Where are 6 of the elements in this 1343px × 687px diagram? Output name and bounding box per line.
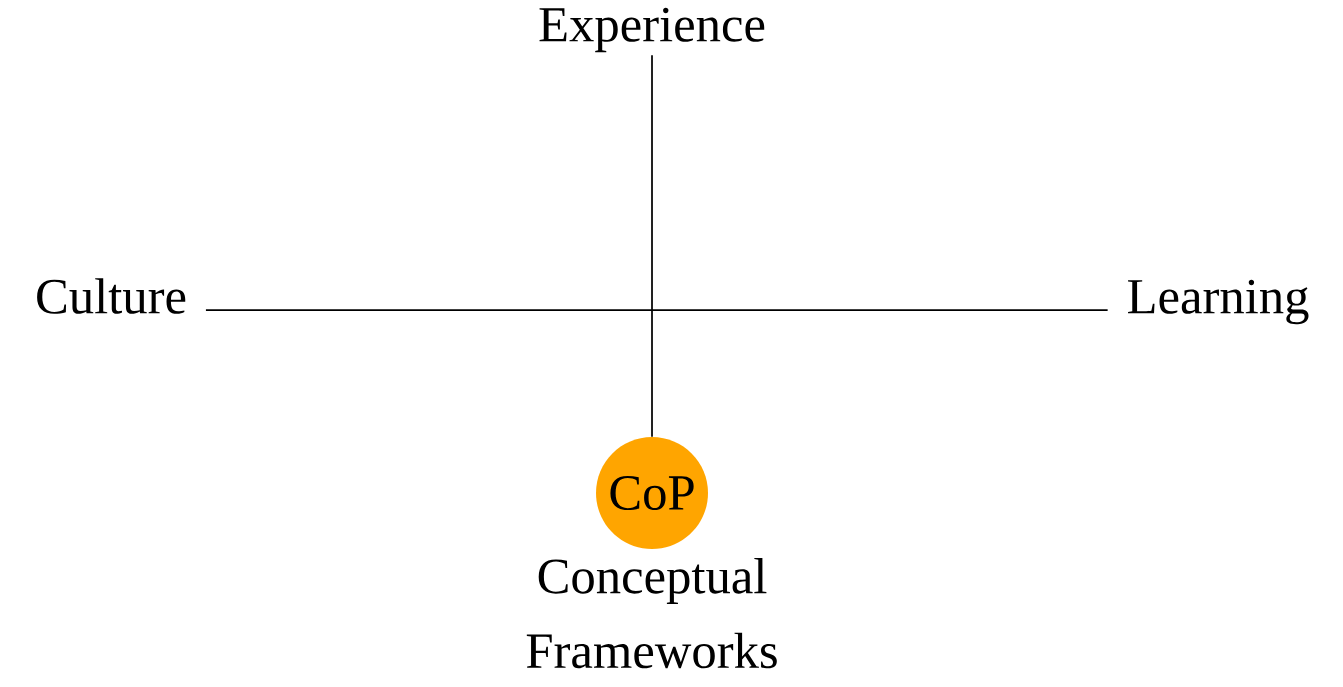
node-label: Conceptual Frameworks xyxy=(526,558,777,669)
axis-line xyxy=(651,54,653,438)
axis-label: Learning xyxy=(1128,279,1309,325)
axis-label: Experience xyxy=(539,7,765,53)
axis-label: Culture xyxy=(37,278,186,314)
axis-line xyxy=(205,309,1109,311)
